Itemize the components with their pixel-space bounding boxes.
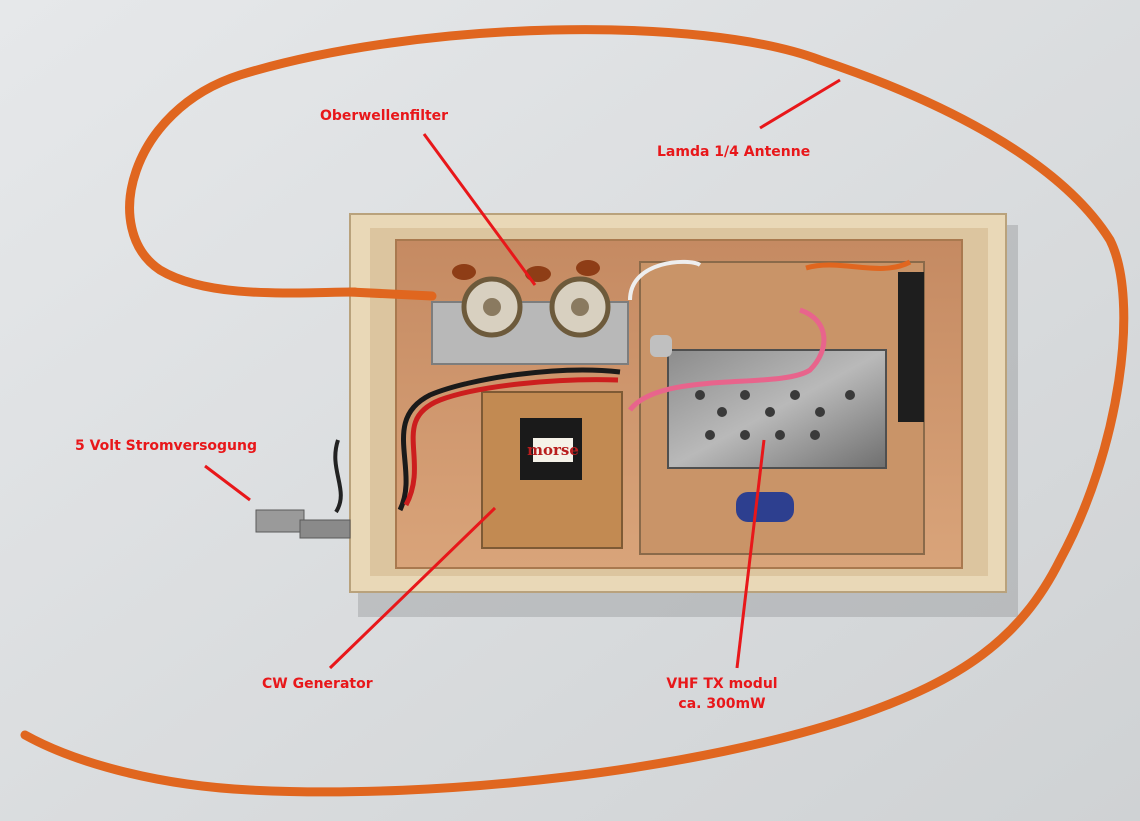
label-vhf-line1: VHF TX modul [666, 676, 778, 692]
power-connector [255, 439, 351, 539]
antenna-lead [345, 287, 437, 301]
label-power-supply: 5 Volt Stromversogung [75, 438, 258, 454]
pink-wire [628, 307, 827, 412]
annotation-lines [204, 78, 841, 670]
label-antenna: Lamda 1/4 Antenne [657, 144, 811, 160]
label-vhf-line2: ca. 300mW [678, 696, 766, 712]
power-wire-top [805, 259, 912, 271]
white-wire [628, 259, 702, 301]
filter-board [431, 260, 629, 365]
power-wire-red [403, 377, 619, 507]
power-wire-black [397, 367, 621, 512]
label-vhf-tx-module: VHF TX modul ca. 300mW [652, 674, 792, 714]
cw-generator-board: morse [481, 391, 623, 549]
label-harmonic-filter: Oberwellenfilter [320, 108, 449, 124]
antenna-wire [20, 25, 1129, 797]
vhf-tx-board [639, 261, 925, 555]
label-cw-generator: CW Generator [262, 676, 373, 692]
chip-marking: morse [527, 441, 579, 459]
